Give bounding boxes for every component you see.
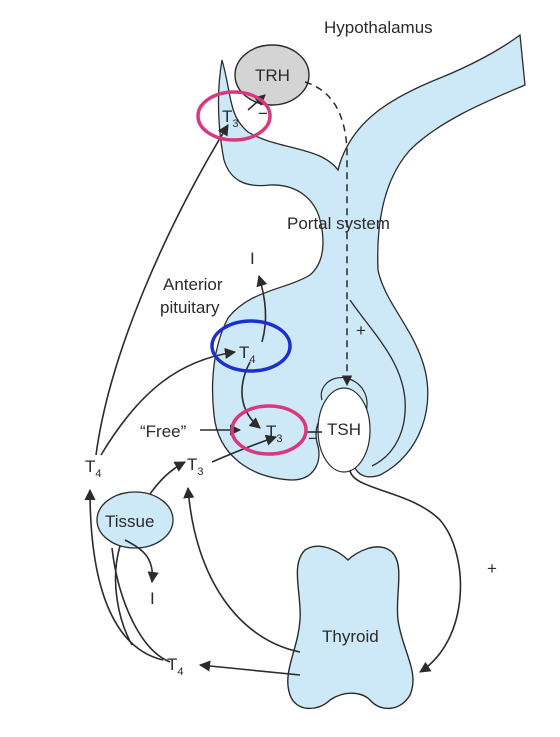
blue-highlight-circle [210,319,292,373]
thyroid-to-t3-arrow [183,486,301,653]
trh-to-tsh-dashed-arrow [304,81,353,387]
tsh-to-thyroid-arrow [349,469,462,673]
pituitary-t4-to-iodide-arrow [256,274,268,343]
t4-to-t3-conversion-arrow [241,361,261,429]
t4-to-hypothalamus-arrow [95,124,229,456]
pink-highlight-circle-bottom [230,404,308,456]
thyroid-to-t4-arrow [198,660,301,676]
t4-left-label: T4 [85,457,102,480]
iodide-label-tissue: I [150,589,155,608]
trh-oval [234,44,310,106]
tissue-label: Tissue [105,512,154,531]
plus-sign-tsh: + [487,559,497,578]
tissue-loop [114,545,133,646]
tissue-to-t3-arrow [149,461,186,495]
t3-hypothalamus-label: T3 [222,107,239,130]
minus-sign-trh: − [258,104,268,123]
anterior-label: Anterior [163,275,223,294]
t3-to-trh-arrow [247,94,266,111]
t4-pituitary-label: T4 [239,343,256,366]
thyroid-gland-shape [287,545,414,710]
t4-left-loop [84,488,164,661]
tissue-oval [96,491,174,549]
t4-bottom-label: T4 [167,655,184,678]
thyroid-label: Thyroid [322,627,379,646]
minus-sign-tsh: − [308,429,318,448]
hypothalamus-label: Hypothalamus [324,18,433,37]
t4-to-tissue-loop [111,547,171,663]
tsh-label: TSH [327,420,361,439]
pink-highlight-circle-top [196,90,272,142]
free-t3-to-pituitary-arrow [211,434,278,463]
posterior-lobe-outline [349,299,406,467]
portal-system-label: Portal system [287,214,390,233]
t3-free-label: T3 [187,455,204,478]
trh-label: TRH [255,66,290,85]
free-label: “Free” [140,422,187,441]
iodide-label-pituitary: I [250,249,255,268]
t3-pituitary-label: T3 [266,422,283,445]
tsh-region [317,387,371,473]
tissue-to-iodide-arrow [124,539,159,584]
plus-sign-portal: + [356,321,366,340]
pituitary-label: pituitary [160,298,220,317]
